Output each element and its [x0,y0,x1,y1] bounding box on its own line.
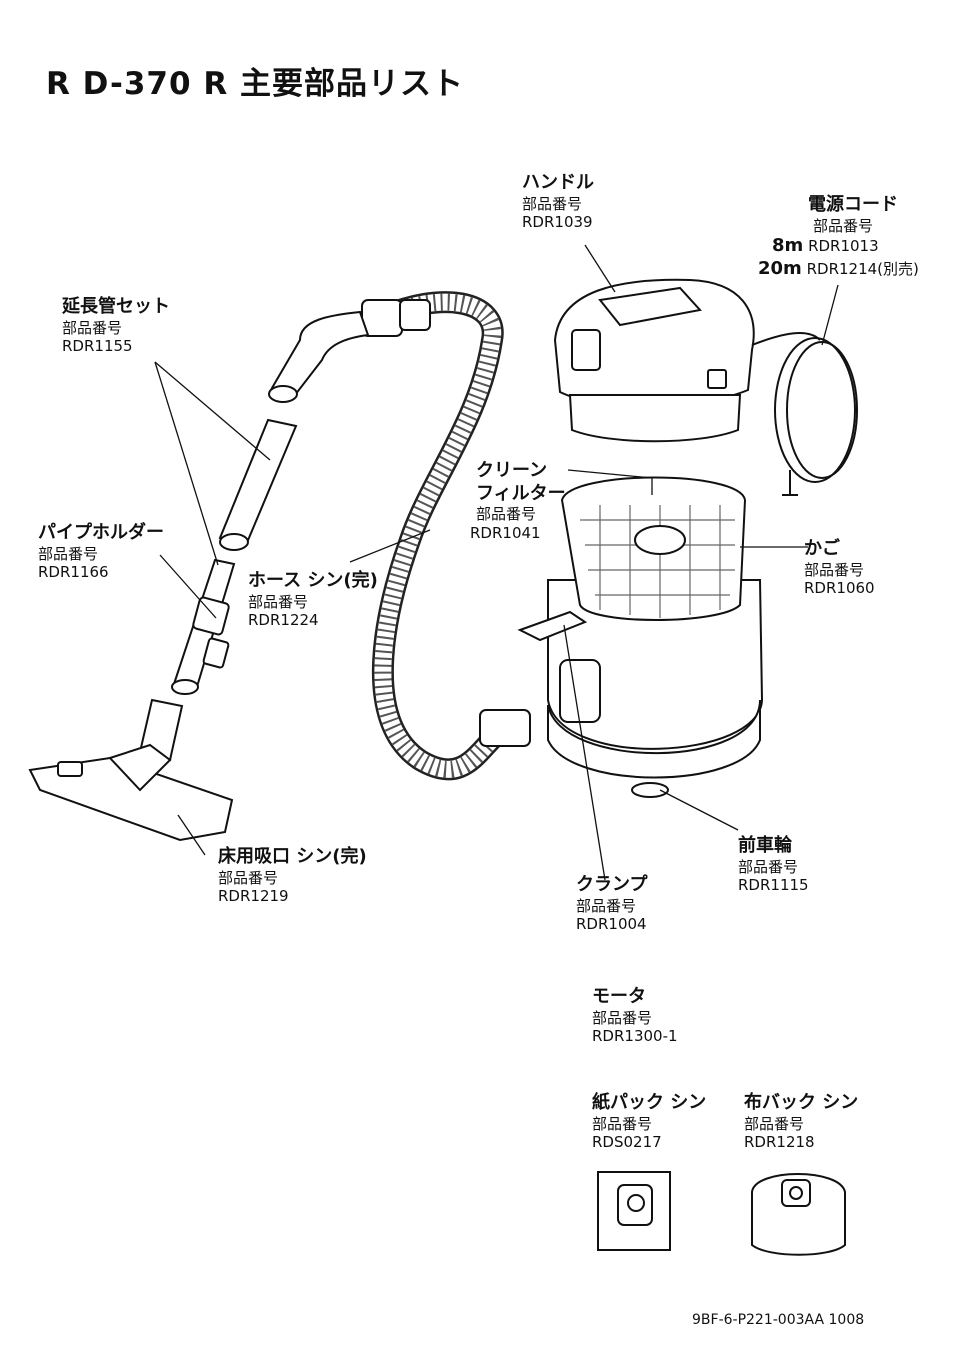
part-name: 前車輪 [738,835,792,856]
part-name: 床用吸口 シン(完) [218,846,367,867]
part-number-caption: 部品番号 [248,592,309,611]
cord-length: 8m [772,235,804,257]
part-name-line1: クリーン [476,460,548,481]
part-name: クランプ [576,874,648,895]
part-number-caption: 部品番号 [592,1008,653,1027]
clean-filter-label: クリーン フィルター 部品番号 RDR1041 [470,460,566,543]
cord-length: 20m [758,257,802,279]
part-name: モータ [592,986,646,1007]
part-number: RDR1039 [522,213,593,232]
part-name: パイプホルダー [38,522,164,543]
part-number: RDR1155 [62,337,133,356]
part-name: ホース シン(完) [248,570,378,591]
part-name: ハンドル [522,172,594,193]
front-wheel-label: 前車輪 部品番号 RDR1115 [738,835,809,895]
part-number-caption: 部品番号 [38,544,99,563]
basket-label: かご 部品番号 RDR1060 [804,538,875,598]
basket-drawing [560,476,747,621]
part-number-caption: 部品番号 [744,1114,805,1133]
handle-label: ハンドル 部品番号 RDR1039 [522,172,594,232]
extension-pipe-label: 延長管セット 部品番号 RDR1155 [62,296,170,356]
cloth-bag-drawing [751,1173,846,1256]
part-name: かご [804,538,840,559]
paper-pack-drawing [597,1171,671,1251]
power-cord-drawing [751,332,858,496]
motor-label: モータ 部品番号 RDR1300-1 [592,986,678,1046]
part-number-caption: 部品番号 [804,560,865,579]
part-name: 電源コード [808,194,898,215]
paper-pack-label: 紙パック シン 部品番号 RDS0217 [592,1092,706,1152]
part-name: 延長管セット [62,296,170,317]
part-name: 布バック シン [744,1092,859,1113]
part-number-caption: 部品番号 [218,868,279,887]
part-name-line2: フィルター [476,482,566,504]
leader-lines [154,244,839,881]
part-number: RDR1166 [38,563,109,582]
part-number-caption: 部品番号 [738,857,799,876]
cord-8m-row: 8m RDR1013 [772,235,919,258]
page-title: R D-370 R 主要部品リスト [46,66,465,102]
document-code: 9BF-6-P221-003AA 1008 [692,1312,865,1328]
part-number-caption: 部品番号 [62,318,123,337]
part-number: RDR1300-1 [592,1027,678,1046]
part-number-caption: 部品番号 [813,216,874,235]
part-number-caption: 部品番号 [576,896,637,915]
part-number: RDR1219 [218,887,289,906]
part-number: RDR1218 [744,1133,815,1152]
floor-nozzle-drawing [28,698,234,842]
cord-label: 電源コード 部品番号 8m RDR1013 20m RDR1214(別売) [758,194,919,280]
hose-drawing [361,291,531,781]
part-number: RDR1060 [804,579,875,598]
handle-drawing [553,278,755,443]
part-name: 紙パック シン [592,1092,707,1113]
clamp-label: クランプ 部品番号 RDR1004 [576,874,647,934]
hose-label: ホース シン(完) 部品番号 RDR1224 [248,570,378,630]
part-number-caption: 部品番号 [476,505,537,523]
part-number: RDR1214(別売) [806,259,919,278]
extension-pipe-drawing [171,310,370,695]
body-drawing [517,579,764,798]
part-number-caption: 部品番号 [592,1114,653,1133]
part-number: RDR1041 [470,523,541,542]
part-number: RDR1115 [738,876,809,895]
part-number: RDS0217 [592,1133,662,1152]
part-number: RDR1224 [248,611,319,630]
cord-20m-row: 20m RDR1214(別売) [758,258,919,281]
part-number: RDR1013 [808,237,879,256]
floor-nozzle-label: 床用吸口 シン(完) 部品番号 RDR1219 [218,846,367,906]
cloth-bag-label: 布バック シン 部品番号 RDR1218 [744,1092,858,1152]
pipe-holder-label: パイプホルダー 部品番号 RDR1166 [38,522,164,582]
part-number: RDR1004 [576,915,647,934]
part-number-caption: 部品番号 [522,194,583,213]
